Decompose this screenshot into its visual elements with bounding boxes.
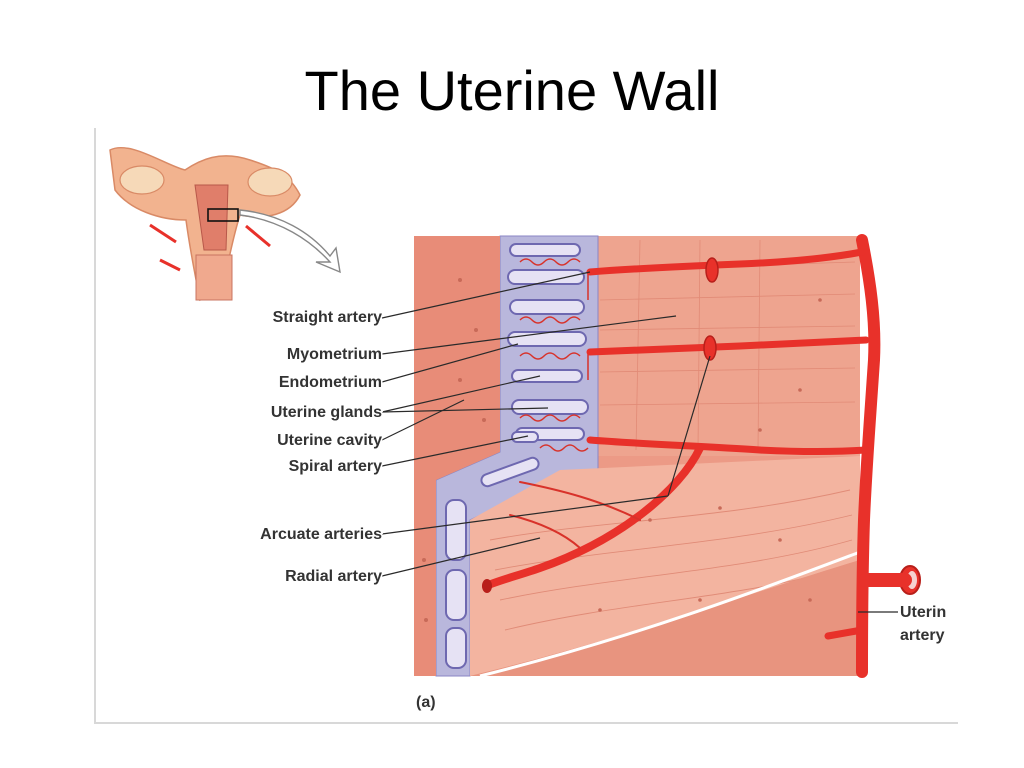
label-uterine-cavity: Uterine cavity (277, 432, 382, 449)
uterine-cavity (414, 236, 500, 676)
radial-artery (482, 444, 704, 590)
figure-frame (94, 128, 958, 724)
label-radial-artery: Radial artery (285, 568, 382, 585)
label-uterine-artery-line1: Uterin (900, 604, 946, 621)
label-uterine-artery-line2: artery (900, 627, 945, 644)
label-spiral-artery: Spiral artery (289, 458, 382, 475)
inset-highlight-box (207, 208, 239, 222)
leader-lines (381, 271, 898, 613)
label-myometrium: Myometrium (287, 346, 382, 363)
uterine-artery (856, 234, 881, 678)
tissue-block (414, 235, 861, 678)
myometrium-wedge (470, 456, 860, 676)
arcuate-artery-top (586, 248, 866, 276)
labels: Straight artery Myometrium Endometrium U… (259, 308, 948, 713)
inset-arrow (239, 209, 341, 274)
label-uterine-glands: Uterine glands (271, 404, 382, 421)
spiral-arteries (519, 258, 589, 452)
slide-title: The Uterine Wall (304, 59, 720, 122)
panel-label: (a) (416, 694, 436, 711)
arcuate-artery-mid (586, 336, 870, 356)
label-endometrium: Endometrium (279, 374, 382, 391)
uterine-glands (445, 243, 589, 669)
label-straight-artery: Straight artery (273, 309, 382, 326)
arteries (482, 234, 921, 678)
arcuate-artery-low (586, 436, 870, 455)
uterus-inset (109, 147, 341, 302)
label-arcuate-arteries: Arcuate arteries (260, 526, 382, 543)
